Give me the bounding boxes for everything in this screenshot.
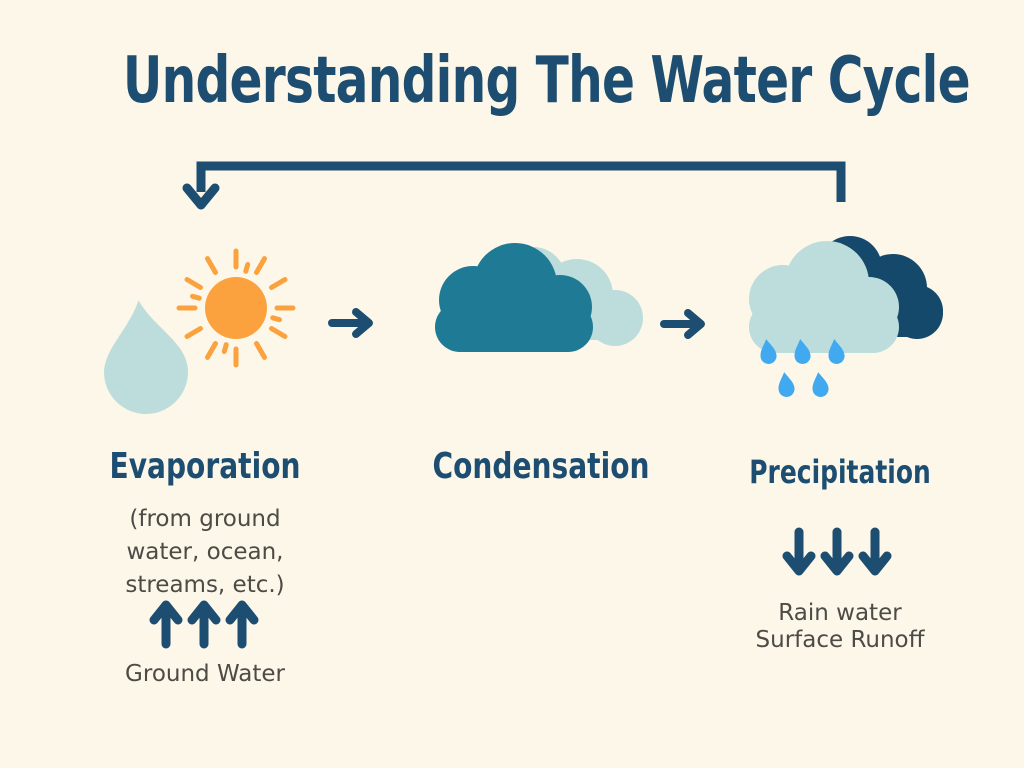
- rain-cloud-icon: [749, 236, 943, 397]
- precipitation-note-line: Rain water: [778, 600, 902, 626]
- evaporation-sources-line: (from ground: [129, 506, 281, 532]
- precipitation-note: Rain water Surface Runoff: [720, 600, 960, 654]
- precipitation-label: Precipitation: [749, 453, 931, 491]
- evaporation-sources-line: water, ocean,: [126, 539, 284, 565]
- right-arrow-icon: [660, 309, 705, 339]
- evaporation-sources: (from ground water, ocean, streams, etc.…: [80, 503, 330, 602]
- ground-water-label: Ground Water: [125, 661, 285, 687]
- page-title: Understanding The Water Cycle: [122, 44, 971, 118]
- return-arrow-icon: [182, 161, 846, 210]
- evaporation-icon: [104, 248, 296, 414]
- down-arrows-icon: [782, 527, 892, 576]
- raindrops-icon: [760, 339, 845, 397]
- condensation-cloud-icon: [435, 243, 643, 352]
- cloud-icon: [435, 243, 593, 352]
- water-drop-icon: [104, 300, 188, 414]
- front-cloud-icon: [749, 241, 899, 353]
- sun-icon: [176, 248, 296, 368]
- precipitation-note-line: Surface Runoff: [755, 627, 925, 653]
- evaporation-label: Evaporation: [109, 446, 301, 487]
- up-arrows-icon: [149, 600, 259, 649]
- evaporation-sources-line: streams, etc.): [125, 572, 285, 598]
- right-arrow-icon: [328, 308, 373, 338]
- condensation-label: Condensation: [432, 446, 650, 487]
